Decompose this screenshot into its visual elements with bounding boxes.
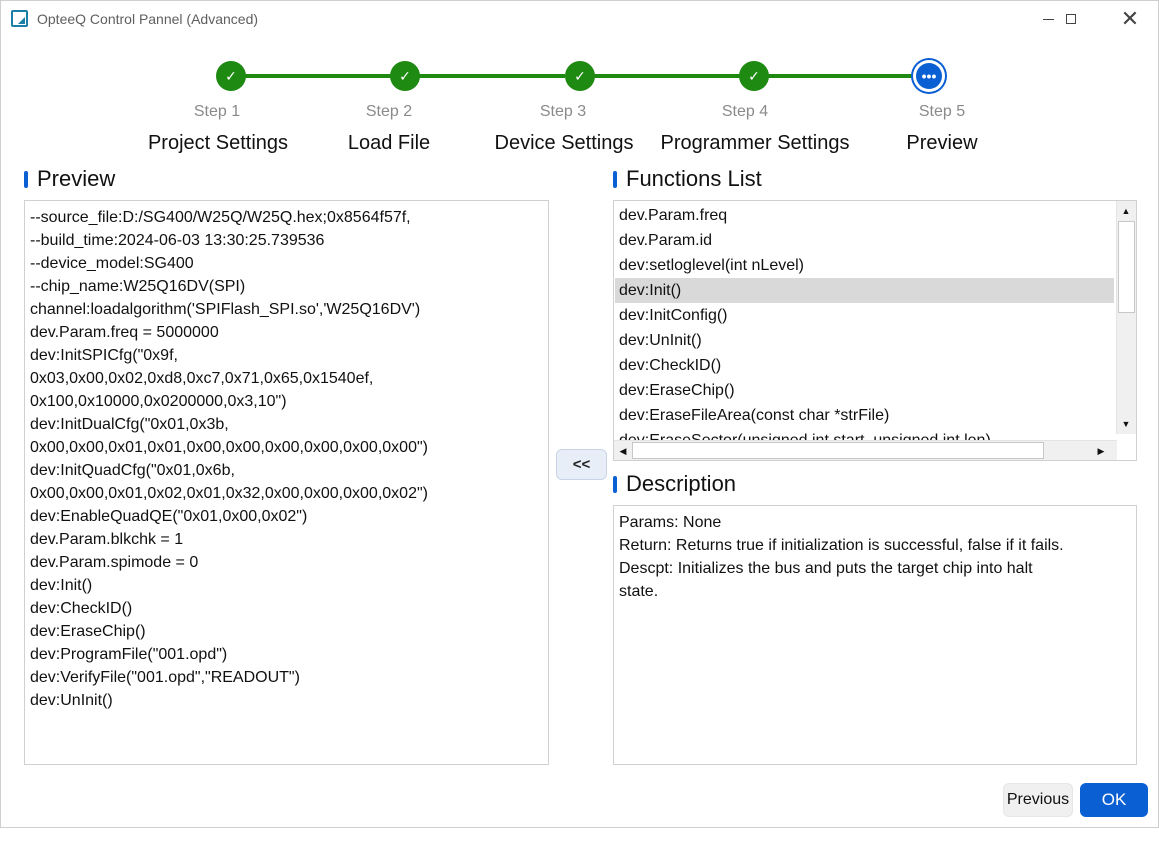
scroll-left-icon[interactable]: ◀ <box>619 446 627 456</box>
preview-line: 0x00,0x00,0x01,0x01,0x00,0x00,0x00,0x00,… <box>30 439 428 456</box>
description-line: state. <box>619 583 659 600</box>
description-line: Descpt: Initializes the bus and puts the… <box>619 560 1033 577</box>
horizontal-scroll-thumb[interactable] <box>632 442 1044 459</box>
previous-button[interactable]: Previous <box>1003 783 1073 817</box>
preview-line: dev:InitSPICfg("0x9f, <box>30 347 178 364</box>
preview-line: dev.Param.blkchk = 1 <box>30 531 184 548</box>
preview-textbox[interactable]: --source_file:D:/SG400/W25Q/W25Q.hex;0x8… <box>24 200 549 765</box>
preview-line: channel:loadalgorithm('SPIFlash_SPI.so',… <box>30 301 421 318</box>
preview-line: dev.Param.freq = 5000000 <box>30 324 219 341</box>
step-connector <box>419 74 565 78</box>
step-3-check-icon[interactable]: ✓ <box>565 61 595 91</box>
minimize-button[interactable] <box>1025 1 1071 37</box>
preview-heading: Preview <box>37 166 116 191</box>
preview-line: dev:VerifyFile("001.opd","READOUT") <box>30 669 300 686</box>
description-heading-marker <box>613 476 617 493</box>
list-item[interactable]: dev:CheckID() <box>619 357 722 374</box>
description-textbox[interactable]: Params: None Return: Returns true if ini… <box>613 505 1137 765</box>
preview-line: dev.Param.spimode = 0 <box>30 554 199 571</box>
title-bar: OpteeQ Control Pannel (Advanced) ✕ <box>1 1 1158 37</box>
preview-line: --chip_name:W25Q16DV(SPI) <box>30 278 246 295</box>
preview-line: dev:CheckID() <box>30 600 133 617</box>
step-2-number: Step 2 <box>365 103 413 120</box>
list-item[interactable]: dev.Param.id <box>619 232 713 249</box>
functions-list[interactable]: dev.Param.freq dev.Param.id dev:setlogle… <box>613 200 1137 461</box>
app-logo-icon <box>11 10 28 27</box>
vertical-scroll-thumb[interactable] <box>1118 221 1135 313</box>
window-title: OpteeQ Control Pannel (Advanced) <box>37 11 259 27</box>
step-4-number: Step 4 <box>721 103 769 120</box>
description-line: Params: None <box>619 514 722 531</box>
step-connector <box>768 74 914 78</box>
functions-vertical-scrollbar[interactable]: ▲ ▼ <box>1116 201 1136 434</box>
step-2-check-icon[interactable]: ✓ <box>390 61 420 91</box>
preview-line: dev:UnInit() <box>30 692 113 709</box>
list-item[interactable]: dev:InitConfig() <box>619 307 728 324</box>
step-connector <box>594 74 740 78</box>
scroll-right-icon[interactable]: ▶ <box>1097 446 1105 456</box>
preview-line: --device_model:SG400 <box>30 255 194 272</box>
close-icon: ✕ <box>1120 6 1140 31</box>
ok-button[interactable]: OK <box>1080 783 1148 817</box>
functions-heading-marker <box>613 171 617 188</box>
step-1-number: Step 1 <box>193 103 241 120</box>
step-5-more-icon[interactable]: ••• <box>916 63 942 89</box>
preview-line: dev:InitDualCfg("0x01,0x3b, <box>30 416 229 433</box>
minimize-icon <box>1042 18 1054 20</box>
close-button[interactable]: ✕ <box>1107 1 1153 37</box>
step-5-label: Preview <box>906 132 978 154</box>
preview-content: --source_file:D:/SG400/W25Q/W25Q.hex;0x8… <box>30 206 428 712</box>
preview-line: dev:ProgramFile("001.opd") <box>30 646 228 663</box>
preview-line: --source_file:D:/SG400/W25Q/W25Q.hex;0x8… <box>30 209 411 226</box>
step-3-number: Step 3 <box>539 103 587 120</box>
preview-line: dev:InitQuadCfg("0x01,0x6b, <box>30 462 235 479</box>
scroll-down-icon[interactable]: ▼ <box>1121 419 1131 429</box>
list-item-selected[interactable]: dev:Init() <box>615 278 1114 303</box>
preview-heading-marker <box>24 171 28 188</box>
preview-line: --build_time:2024-06-03 13:30:25.739536 <box>30 232 325 249</box>
maximize-button[interactable] <box>1048 1 1094 37</box>
step-2-label: Load File <box>347 132 431 154</box>
functions-heading: Functions List <box>626 166 762 191</box>
description-content: Params: None Return: Returns true if ini… <box>619 511 1124 603</box>
preview-line: 0x100,0x10000,0x0200000,0x3,10") <box>30 393 287 410</box>
step-connector <box>245 74 391 78</box>
step-4-check-icon[interactable]: ✓ <box>739 61 769 91</box>
list-item[interactable]: dev:UnInit() <box>619 332 702 349</box>
step-4-label: Programmer Settings <box>660 132 850 154</box>
main-window: OpteeQ Control Pannel (Advanced) ✕ ✓ ✓ ✓… <box>0 0 1159 828</box>
list-item[interactable]: dev:setloglevel(int nLevel) <box>619 257 804 274</box>
step-3-label: Device Settings <box>494 132 634 154</box>
step-5-number: Step 5 <box>918 103 966 120</box>
description-line: Return: Returns true if initialization i… <box>619 537 1064 554</box>
list-item[interactable]: dev:EraseFileArea(const char *strFile) <box>619 407 890 424</box>
preview-line: 0x03,0x00,0x02,0xd8,0xc7,0x71,0x65,0x154… <box>30 370 374 387</box>
list-item[interactable]: dev.Param.freq <box>619 207 728 224</box>
step-1-check-icon[interactable]: ✓ <box>216 61 246 91</box>
scroll-up-icon[interactable]: ▲ <box>1121 206 1131 216</box>
maximize-icon <box>1066 14 1076 24</box>
preview-line: dev:EraseChip() <box>30 623 146 640</box>
functions-horizontal-scrollbar[interactable]: ◀ ▶ <box>614 440 1117 460</box>
preview-line: 0x00,0x00,0x01,0x02,0x01,0x32,0x00,0x00,… <box>30 485 428 502</box>
description-heading: Description <box>626 471 737 496</box>
add-function-button[interactable]: << <box>556 449 607 480</box>
preview-line: dev:EnableQuadQE("0x01,0x00,0x02") <box>30 508 308 525</box>
step-1-label: Project Settings <box>147 132 289 154</box>
preview-line: dev:Init() <box>30 577 93 594</box>
list-item[interactable]: dev:EraseChip() <box>619 382 735 399</box>
